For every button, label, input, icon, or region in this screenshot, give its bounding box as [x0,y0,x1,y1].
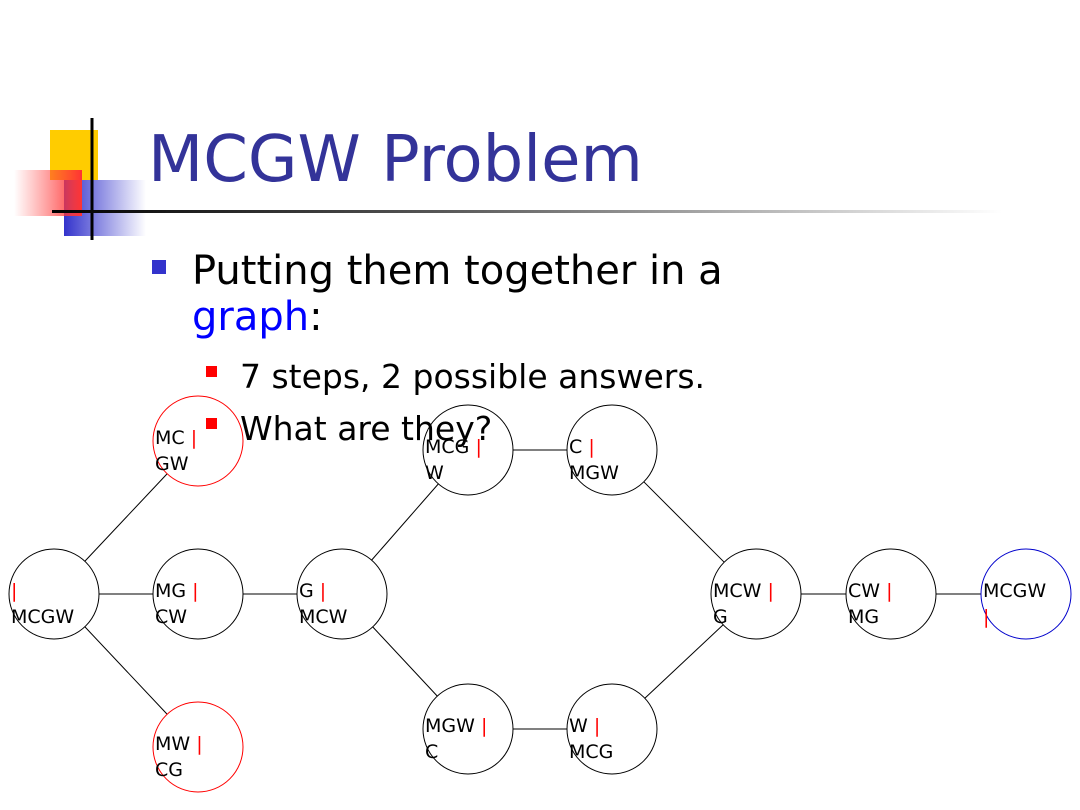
sub-bullet-marker [206,366,217,377]
graph-link[interactable]: graph [192,294,310,340]
graph-node-label-c-mgw: C |MGW [569,436,619,484]
graph-node-mcw-g [710,548,802,640]
graph-node-label-mc-gw: MC |GW [155,427,198,475]
graph-node-start [8,548,100,640]
graph-node-mg-cw [152,548,244,640]
graph-node-mw-cg [152,701,244,793]
graph-node-label-w-mcg: W |MCG [569,715,614,763]
graph-edge-g-mcw-to-mgw-c [372,626,438,697]
slide-title: MCGW Problem [148,123,643,197]
graph-node-label-mcw-g: MCW |G [713,580,774,628]
bullet-main-colon: : [309,294,323,340]
sub-bullet-question: What are they? [240,409,493,448]
graph-node-label-start: |MCGW [11,580,75,628]
title-underline [52,210,1002,213]
graph-node-mgw-c [422,683,514,775]
graph-node-label-goal: MCGW| [983,580,1047,628]
graph-node-g-mcw [296,548,388,640]
graph-node-label-mw-cg: MW |CG [155,733,203,781]
graph-node-mc-gw [152,395,244,487]
graph-edge-start-to-mw-cg [84,626,168,715]
bullet-main: Putting them together in a graph: [192,248,812,340]
graph-edge-start-to-mc-gw [84,473,168,562]
bullet-main-text: Putting them together in a [192,248,723,294]
slide-logo [14,118,146,240]
bullet-marker [152,260,166,274]
sub-bullet-marker [206,418,217,429]
graph-edge-c-mgw-to-mcw-g [643,481,725,563]
graph-node-mcg-w [422,404,514,496]
graph-node-c-mgw [566,404,658,496]
graph-edge-g-mcw-to-mcg-w [371,483,439,561]
graph-node-label-cw-mg: CW |MG [848,580,893,628]
graph-node-cw-mg [845,548,937,640]
graph-edge-w-mcg-to-mcw-g [644,624,724,699]
graph-node-label-mg-cw: MG |CW [155,580,199,628]
graph-node-w-mcg [566,683,658,775]
graph-node-label-mcg-w: MCG |W [425,436,482,484]
graph-node-label-g-mcw: G |MCW [299,580,348,628]
graph-node-label-mgw-c: MGW |C [425,715,488,763]
sub-bullet-steps: 7 steps, 2 possible answers. [240,357,705,396]
graph-node-goal [980,548,1072,640]
